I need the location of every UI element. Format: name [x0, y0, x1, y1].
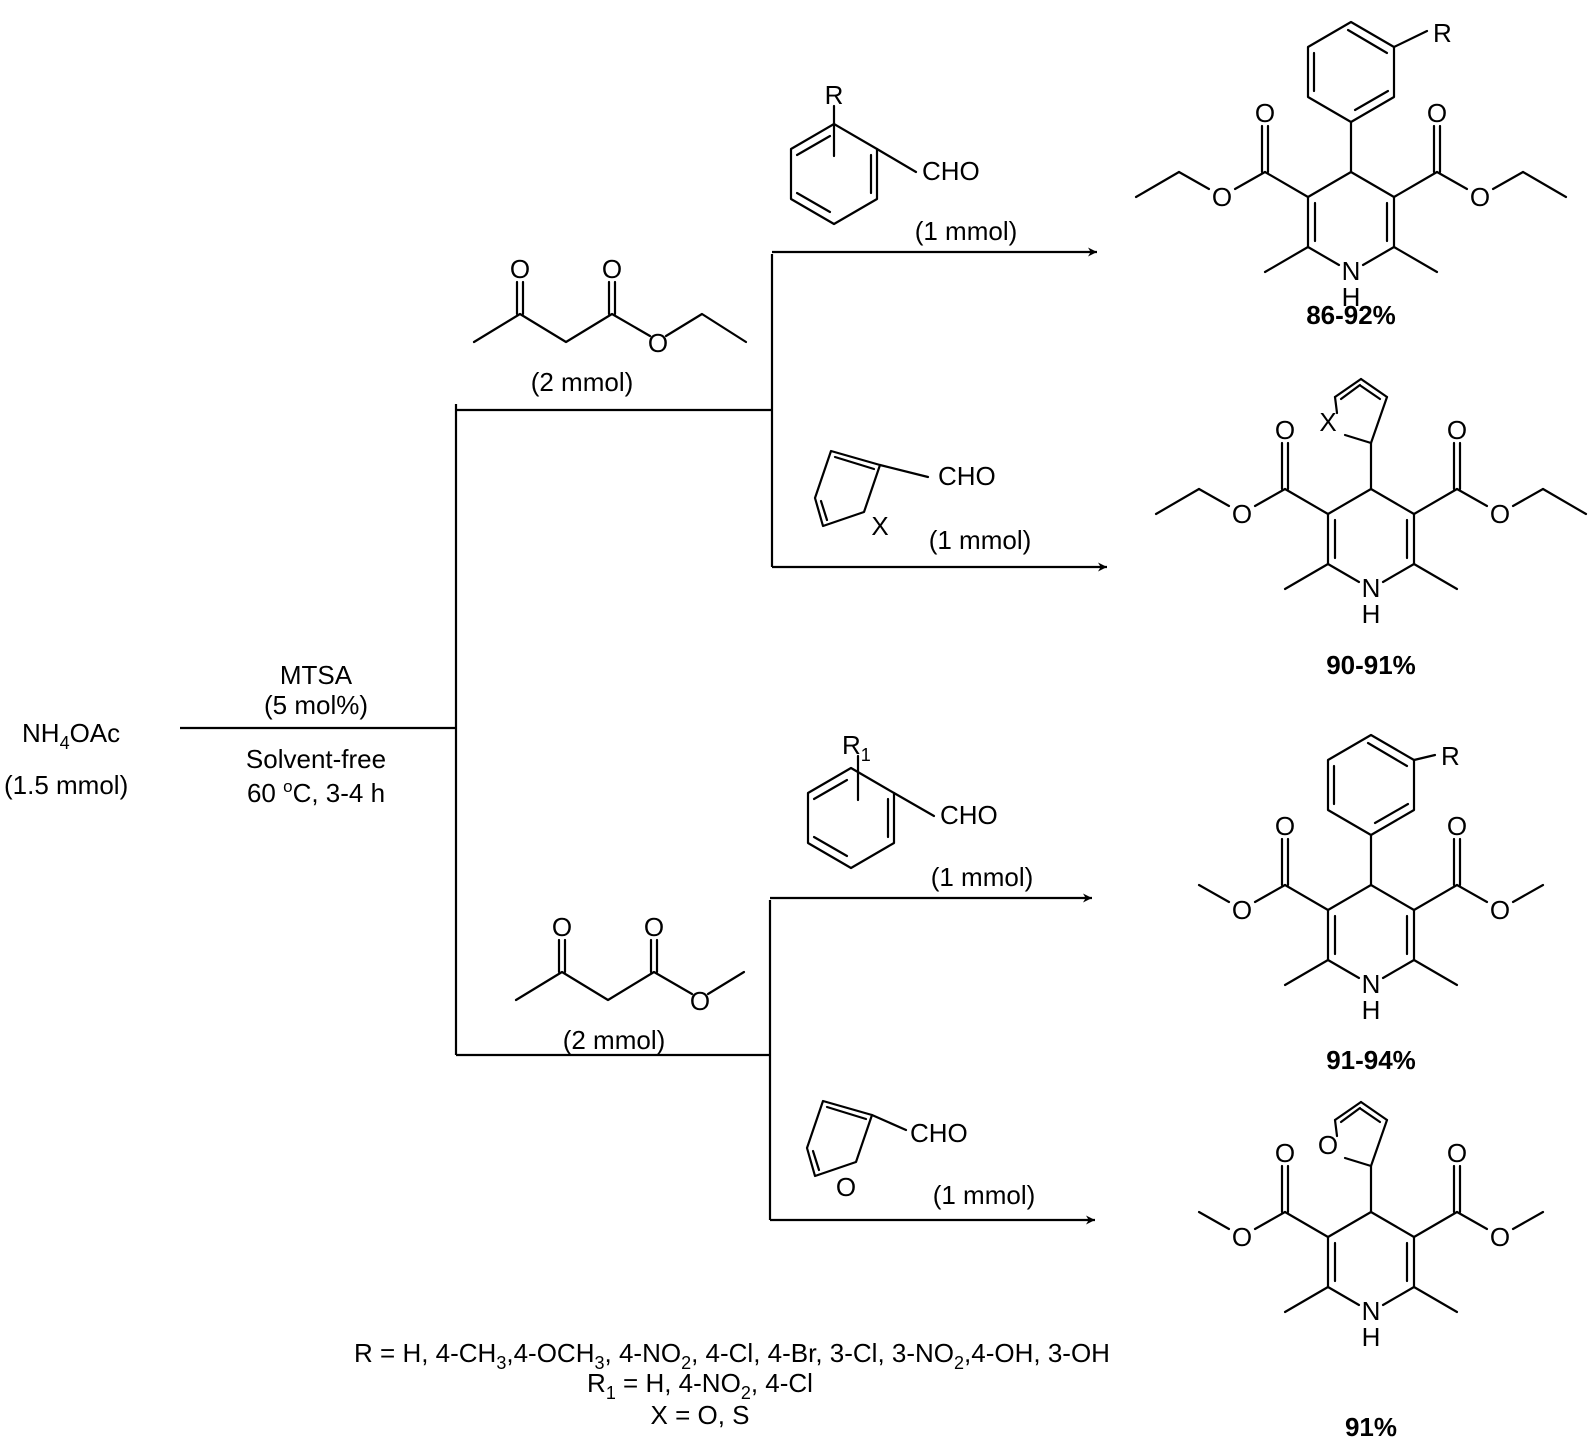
svg-text:H: H: [1362, 599, 1381, 629]
product-3-structure: R N H O O O O: [1197, 733, 1545, 1025]
svg-text:O: O: [1490, 499, 1510, 529]
svg-text:O: O: [644, 912, 664, 942]
svg-text:O: O: [1470, 182, 1490, 212]
svg-text:CHO: CHO: [940, 800, 998, 830]
ethyl-acetoacetate-structure: O O O: [472, 254, 748, 358]
catalyst-label: MTSA: [280, 660, 353, 690]
svg-text:O: O: [510, 254, 530, 284]
aldehyde-4-structure: O CHO: [805, 1099, 968, 1202]
svg-text:R: R: [1441, 741, 1460, 771]
svg-text:O: O: [1232, 895, 1252, 925]
svg-text:H: H: [1342, 282, 1361, 312]
aldehyde-2-structure: X CHO: [813, 449, 996, 541]
svg-text:H: H: [1362, 995, 1381, 1025]
svg-text:O: O: [602, 254, 622, 284]
product-2-yield: 90-91%: [1326, 650, 1416, 680]
temperature-time-label: 60 oC, 3-4 h: [247, 777, 385, 808]
r-substituent-note: R = H, 4-CH3,4-OCH3, 4-NO2, 4-Cl, 4-Br, …: [354, 1338, 1110, 1373]
aldehyde-4-amount: (1 mmol): [933, 1180, 1036, 1210]
aldehyde-3-amount: (1 mmol): [931, 862, 1034, 892]
svg-text:X: X: [1319, 407, 1336, 437]
svg-text:O: O: [1490, 895, 1510, 925]
methyl-acetoacetate-amount: (2 mmol): [563, 1025, 666, 1055]
catalyst-loading: (5 mol%): [264, 690, 368, 720]
r1-substituent-note: R1 = H, 4-NO2, 4-Cl: [587, 1368, 813, 1403]
svg-text:O: O: [1212, 182, 1232, 212]
svg-text:O: O: [1255, 98, 1275, 128]
svg-text:O: O: [1447, 811, 1467, 841]
product-4-structure: O N H O O O O: [1197, 1100, 1545, 1352]
svg-text:O: O: [690, 986, 710, 1016]
svg-text:O: O: [1447, 1138, 1467, 1168]
svg-text:O: O: [552, 912, 572, 942]
svg-text:O: O: [1318, 1130, 1338, 1160]
svg-text:R: R: [825, 80, 844, 110]
aldehyde-1-structure: R CHO: [789, 80, 980, 226]
svg-text:O: O: [836, 1172, 856, 1202]
product-1-structure: R N H O O O O: [1134, 18, 1568, 312]
aldehyde-2-amount: (1 mmol): [929, 525, 1032, 555]
aldehyde-1-amount: (1 mmol): [915, 216, 1018, 246]
svg-text:O: O: [1427, 98, 1447, 128]
svg-text:H: H: [1362, 1322, 1381, 1352]
svg-text:O: O: [1490, 1222, 1510, 1252]
svg-text:O: O: [1447, 415, 1467, 445]
solvent-label: Solvent-free: [246, 744, 386, 774]
svg-text:N: N: [1342, 256, 1361, 286]
product-1-yield: 86-92%: [1306, 300, 1396, 330]
svg-text:R: R: [1433, 18, 1452, 48]
methyl-acetoacetate-structure: O O O: [514, 912, 746, 1016]
svg-text:O: O: [648, 328, 668, 358]
aldehyde-3-structure: R1 CHO: [806, 730, 998, 870]
product-3-yield: 91-94%: [1326, 1045, 1416, 1075]
reagent-name: NH4OAc: [22, 718, 120, 753]
svg-text:O: O: [1275, 415, 1295, 445]
ethyl-acetoacetate-amount: (2 mmol): [531, 367, 634, 397]
svg-text:N: N: [1362, 573, 1381, 603]
x-heteroatom-note: X = O, S: [651, 1400, 750, 1430]
product-4-yield: 91%: [1345, 1412, 1397, 1442]
svg-text:CHO: CHO: [922, 156, 980, 186]
svg-text:R1: R1: [842, 730, 871, 765]
svg-text:O: O: [1275, 811, 1295, 841]
reagent-amount: (1.5 mmol): [4, 770, 128, 800]
svg-text:O: O: [1275, 1138, 1295, 1168]
svg-text:N: N: [1362, 969, 1381, 999]
svg-text:O: O: [1232, 1222, 1252, 1252]
svg-text:N: N: [1362, 1296, 1381, 1326]
svg-text:X: X: [871, 511, 888, 541]
svg-text:CHO: CHO: [910, 1118, 968, 1148]
svg-text:CHO: CHO: [938, 461, 996, 491]
product-2-structure: X N H O O O O: [1154, 377, 1588, 629]
svg-text:O: O: [1232, 499, 1252, 529]
